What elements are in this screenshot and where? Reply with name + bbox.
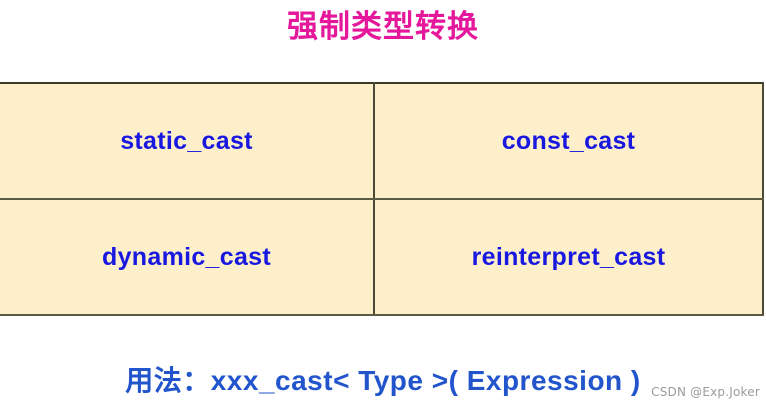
cell-const-cast: const_cast	[374, 82, 764, 200]
cell-static-cast: static_cast	[0, 82, 375, 200]
watermark-label: CSDN @Exp.Joker	[651, 385, 760, 399]
cell-dynamic-cast: dynamic_cast	[0, 198, 375, 316]
table-row: dynamic_cast reinterpret_cast	[0, 198, 764, 316]
cell-reinterpret-cast: reinterpret_cast	[374, 198, 764, 316]
cast-operators-table: static_cast const_cast dynamic_cast rein…	[0, 82, 764, 316]
page-title: 强制类型转换	[287, 9, 479, 44]
usage-caption: 用法：xxx_cast< Type >( Expression )	[125, 365, 641, 396]
table-row: static_cast const_cast	[0, 82, 764, 200]
